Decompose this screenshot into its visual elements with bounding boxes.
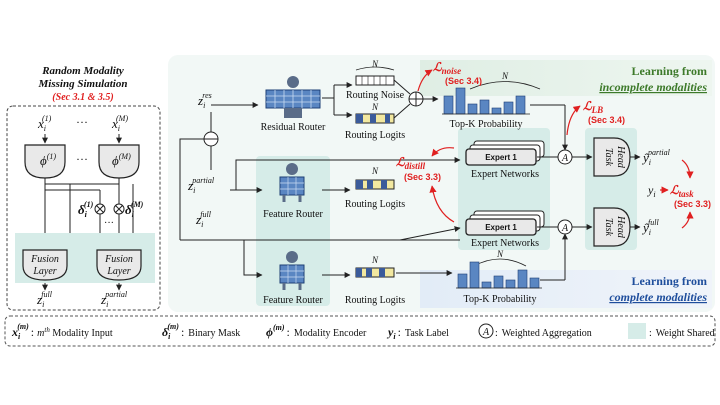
encoder-phi1 [24, 144, 66, 179]
input-x1: xi(1) [37, 114, 52, 133]
task-head-bottom-line2: Head [615, 215, 626, 239]
legend-modality-input: xi(m):mth Modality Input [11, 322, 113, 341]
feature-router-top-icon [279, 163, 305, 202]
main-panel: Learning from incomplete modalities Lear… [168, 55, 715, 312]
z-res: zires [197, 91, 212, 110]
topk-bottom-label: Top-K Probability [464, 294, 537, 305]
left-section-ref: (Sec 3.1 & 3.5) [52, 92, 113, 103]
y-hat-full: ŷifull [641, 218, 659, 237]
routing-logits-bottom-vector [355, 267, 395, 278]
n-noise: N [371, 59, 379, 69]
shared-feature-router [256, 156, 330, 306]
learning-complete-line2: complete modalities [609, 290, 707, 304]
legend-task-label: yi:Task Label [386, 325, 449, 341]
routing-logits-res-label: Routing Logits [345, 130, 405, 141]
n-topk-bottom: N [496, 249, 504, 259]
topk-top-label: Top-K Probability [450, 119, 523, 130]
n-logits-res: N [371, 102, 379, 112]
mask-deltaM: δi(M) [125, 200, 144, 219]
mask-dots: ··· [104, 218, 114, 229]
loss-noise: ℒnoise [433, 60, 461, 76]
n-logits-bottom: N [371, 255, 379, 265]
input-xM: xi(M) [111, 114, 128, 133]
legend-agg-icon [478, 323, 494, 339]
learning-incomplete-line1: Learning from [632, 64, 707, 78]
loss-lb: ℒLB [583, 99, 603, 115]
fusion-full-line2: Layer [32, 266, 56, 277]
feature-router-bottom-label: Feature Router [263, 295, 323, 306]
fusion-full-line1: Fusion [30, 254, 59, 265]
output-z-full: zifull [36, 290, 53, 309]
left-title-line2: Missing Simulation [38, 78, 128, 90]
routing-logits-mid-label: Routing Logits [345, 199, 405, 210]
random-missing-panel: Random Modality Missing Simulation (Sec … [6, 65, 161, 311]
routing-noise-vector [355, 75, 395, 86]
left-title-line1: Random Modality [41, 65, 124, 77]
output-z-partial: zipartial [100, 290, 128, 309]
y-hat-partial: ŷipartial [641, 148, 671, 167]
learning-complete-line1: Learning from [632, 274, 707, 288]
encoder-phi1-label: ϕ(1) [40, 152, 56, 168]
topk-top-bars [442, 87, 530, 115]
expert-networks-bottom-label: Expert Networks [471, 238, 539, 249]
topk-bottom-bars [456, 261, 542, 289]
routing-noise-label: Routing Noise [346, 90, 405, 101]
legend-binary-mask: δi(m):Binary Mask [162, 322, 240, 341]
legend-box [4, 315, 716, 347]
z-full: zifull [195, 210, 212, 229]
loss-distill: ℒdistill [396, 155, 426, 171]
expert-bottom-label: Expert 1 [485, 223, 517, 232]
fusion-layer-full [22, 249, 68, 281]
learning-incomplete-line2: incomplete modalities [599, 80, 707, 94]
legend-shared-swatch [628, 323, 646, 339]
feature-router-top-label: Feature Router [263, 209, 323, 220]
loss-task: ℒtask [670, 183, 694, 199]
left-dashed-box [6, 105, 161, 311]
loss-lb-sec: (Sec 3.4) [588, 115, 625, 125]
expert-networks-bottom [465, 210, 545, 236]
legend-modality-encoder: ϕ(m):Modality Encoder [266, 323, 367, 339]
topk-top-bracket [469, 81, 541, 90]
input-dots: ··· [76, 115, 88, 129]
routing-logits-res-vector [355, 113, 395, 124]
n-logits-mid: N [371, 166, 379, 176]
feature-router-bottom-icon [279, 251, 305, 290]
y-label: yi [647, 183, 656, 199]
task-head-bottom-line1: Task [603, 218, 614, 237]
loss-noise-sec: (Sec 3.4) [445, 76, 482, 86]
legend-bar: xi(m):mth Modality Input δi(m):Binary Ma… [4, 315, 716, 347]
residual-router-icon [265, 76, 321, 118]
legend-agg-symbol: A [482, 327, 490, 338]
mask-delta1: δi(1) [78, 200, 94, 219]
expert-top-label: Expert 1 [485, 153, 517, 162]
encoder-phiM-label: ϕ(M) [112, 152, 131, 168]
loss-task-sec: (Sec 3.3) [674, 199, 711, 209]
agg-bottom-label: A [561, 223, 569, 234]
fusion-layer-partial [96, 249, 142, 281]
residual-router-label: Residual Router [261, 122, 326, 133]
encoder-phiM [98, 144, 140, 179]
expert-networks-top-label: Expert Networks [471, 169, 539, 180]
agg-top-label: A [561, 153, 569, 164]
complete-band [420, 270, 712, 308]
routing-logits-bottom-label: Routing Logits [345, 295, 405, 306]
loss-distill-sec: (Sec 3.3) [404, 172, 441, 182]
task-head-top-line1: Task [603, 148, 614, 167]
encoder-dots: ··· [76, 152, 88, 166]
n-topk-top: N [501, 71, 509, 81]
incomplete-band [420, 60, 712, 96]
z-partial: zipartial [187, 176, 215, 195]
legend-weight-shared: :Weight Shared [649, 328, 715, 339]
task-head-top-line2: Head [615, 145, 626, 169]
routing-logits-mid-vector [355, 179, 395, 190]
expert-networks-top [465, 140, 545, 166]
legend-weighted-aggregation: :Weighted Aggregation [495, 328, 592, 339]
fusion-partial-line2: Layer [106, 266, 130, 277]
fusion-partial-line1: Fusion [104, 254, 133, 265]
